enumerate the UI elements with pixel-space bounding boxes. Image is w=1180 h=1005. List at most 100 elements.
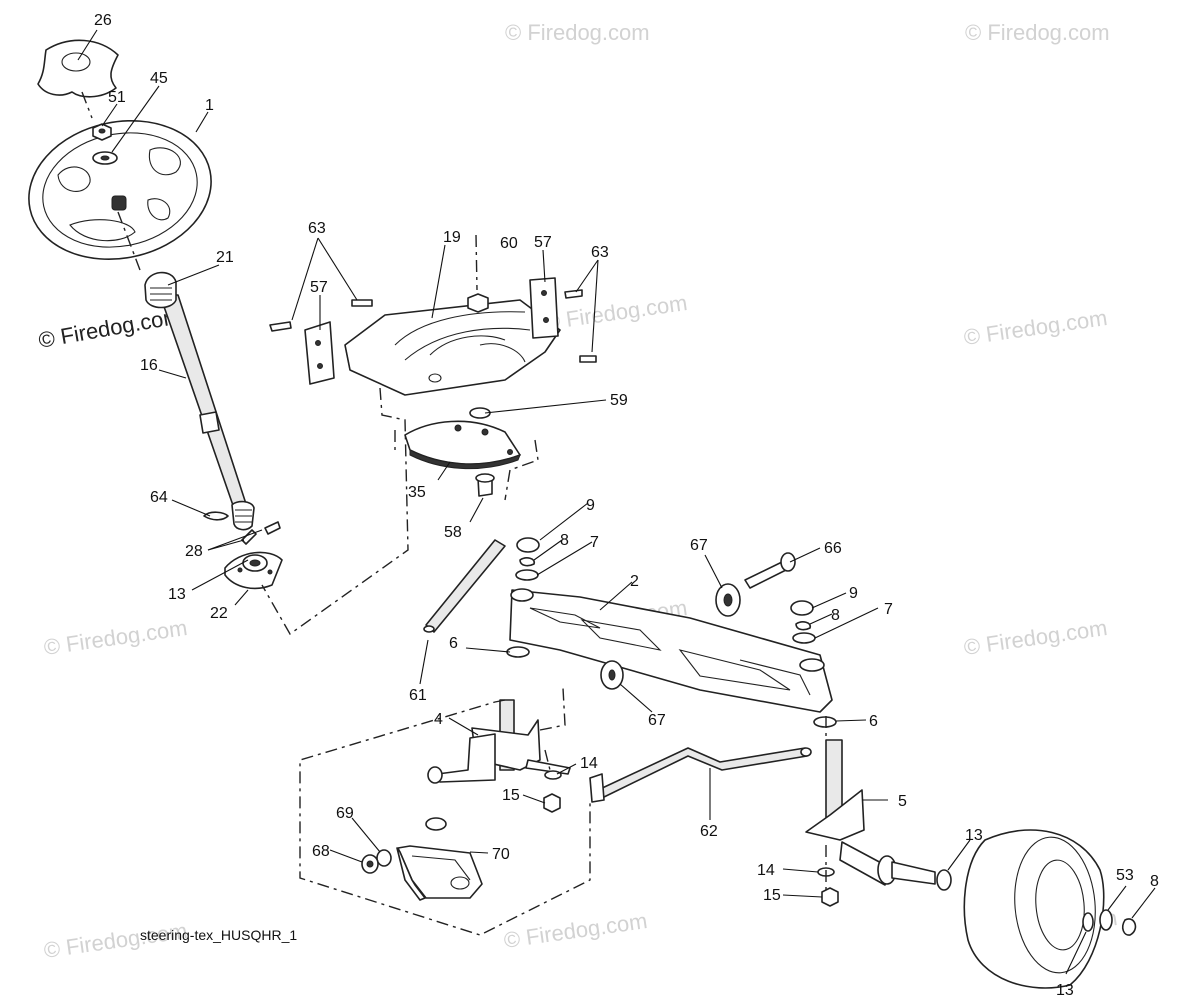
sector-gear-35 xyxy=(404,420,521,470)
steering-wheel-cap xyxy=(37,39,119,98)
nut-51 xyxy=(92,123,112,141)
watermark-text: © Firedog.com xyxy=(37,303,184,353)
spindle-4 xyxy=(427,699,571,784)
steering-shaft-16 xyxy=(144,271,255,531)
callout-64: 64 xyxy=(150,489,168,506)
callout-8-right: 8 xyxy=(831,607,840,624)
callout-61: 61 xyxy=(409,687,427,704)
callout-69: 69 xyxy=(336,805,354,822)
callout-45: 45 xyxy=(150,70,168,87)
watermark-text: © Firedog.com xyxy=(965,20,1110,45)
callout-63-right: 63 xyxy=(591,244,609,261)
callout-13-left: 13 xyxy=(168,586,186,603)
steering-plate-19 xyxy=(344,299,561,396)
callout-8-wheel: 8 xyxy=(1150,873,1159,890)
callout-66: 66 xyxy=(824,540,842,557)
spacer-67-upper xyxy=(715,583,741,617)
callout-14-right: 14 xyxy=(757,862,775,879)
nut-15-left xyxy=(543,793,561,813)
callout-59: 59 xyxy=(610,392,628,409)
callout-13-wheel: 13 xyxy=(965,827,983,844)
pivot-bolt-66 xyxy=(744,552,796,589)
callout-28: 28 xyxy=(185,543,203,560)
washer-45 xyxy=(92,151,118,165)
tie-rod-62 xyxy=(589,747,812,803)
callout-9-right: 9 xyxy=(849,585,858,602)
drag-link-61 xyxy=(423,539,506,633)
pivot-bracket-70 xyxy=(396,817,483,901)
callout-6-right: 6 xyxy=(869,713,878,730)
cap-9-left xyxy=(516,537,540,553)
callout-15-right: 15 xyxy=(763,887,781,904)
bracket-22 xyxy=(224,551,283,590)
callout-13-bottom: 13 xyxy=(1056,982,1074,999)
callout-1: 1 xyxy=(205,97,214,114)
washer-7-left xyxy=(515,569,539,581)
spacer-69 xyxy=(376,849,392,867)
assembly-guide-lines xyxy=(81,91,827,936)
plate-57-right xyxy=(529,277,559,339)
callout-6-left: 6 xyxy=(449,635,458,652)
bolts-28 xyxy=(241,521,281,545)
callout-22: 22 xyxy=(210,605,228,622)
steering-wheel xyxy=(28,119,212,261)
callout-58: 58 xyxy=(444,524,462,541)
nut-68 xyxy=(361,854,379,874)
washer-13-outer xyxy=(1082,912,1094,932)
callout-8-left: 8 xyxy=(560,532,569,549)
callout-57-left: 57 xyxy=(310,279,328,296)
callout-5: 5 xyxy=(898,793,907,810)
front-wheel xyxy=(963,829,1105,989)
watermark-text: © Firedog.com xyxy=(42,615,189,660)
callout-67-lower: 67 xyxy=(648,712,666,729)
watermark-text: © Firedog.com xyxy=(962,305,1109,350)
watermark-text: © Firedog.com xyxy=(542,290,689,335)
leader-lines xyxy=(77,29,1156,975)
clip-8-right xyxy=(795,621,812,631)
washer-7-right xyxy=(792,632,816,644)
watermark-text: © Firedog.com xyxy=(502,908,649,953)
callout-16: 16 xyxy=(140,357,158,374)
bolt-63-left-a xyxy=(269,321,292,332)
watermark-text: © Firedog.com xyxy=(505,20,650,45)
callout-26: 26 xyxy=(94,12,112,29)
bolt-58 xyxy=(475,473,495,497)
watermark-text: © Firedog.com xyxy=(962,615,1109,660)
washer-53 xyxy=(1099,909,1113,931)
callout-2: 2 xyxy=(630,573,639,590)
callout-57-right: 57 xyxy=(534,234,552,251)
callout-67-upper: 67 xyxy=(690,537,708,554)
callout-51: 51 xyxy=(108,89,126,106)
callout-9-left: 9 xyxy=(586,497,595,514)
nut-15-right xyxy=(821,887,839,907)
cap-9-right xyxy=(790,600,814,616)
nut-60 xyxy=(467,293,489,313)
callout-7-left: 7 xyxy=(590,534,599,551)
callout-19: 19 xyxy=(443,229,461,246)
washer-6-left xyxy=(506,646,530,658)
washer-13-inner xyxy=(936,869,952,891)
bolt-63-right-b xyxy=(579,355,597,363)
bolt-63-left-b xyxy=(351,299,373,307)
callout-21: 21 xyxy=(216,249,234,266)
callout-68: 68 xyxy=(312,843,330,860)
front-axle-2 xyxy=(509,588,833,713)
callout-4: 4 xyxy=(434,711,443,728)
spacer-67-lower xyxy=(600,660,624,690)
callout-70: 70 xyxy=(492,846,510,863)
spindle-5 xyxy=(805,739,936,886)
washer-14-left xyxy=(544,770,562,780)
callout-53: 53 xyxy=(1116,867,1134,884)
spacer-64 xyxy=(203,511,229,521)
callout-7-right: 7 xyxy=(884,601,893,618)
diagram-caption: steering-tex_HUSQHR_1 xyxy=(140,927,297,943)
callout-labels: 26 45 51 1 21 16 64 28 13 22 63 57 19 60… xyxy=(94,12,1159,999)
plate-57-left xyxy=(304,321,335,385)
clip-8-wheel xyxy=(1122,918,1137,936)
callout-15-left: 15 xyxy=(502,787,520,804)
callout-35: 35 xyxy=(408,484,426,501)
callout-63-left: 63 xyxy=(308,220,326,237)
callout-14-left: 14 xyxy=(580,755,598,772)
callout-62: 62 xyxy=(700,823,718,840)
